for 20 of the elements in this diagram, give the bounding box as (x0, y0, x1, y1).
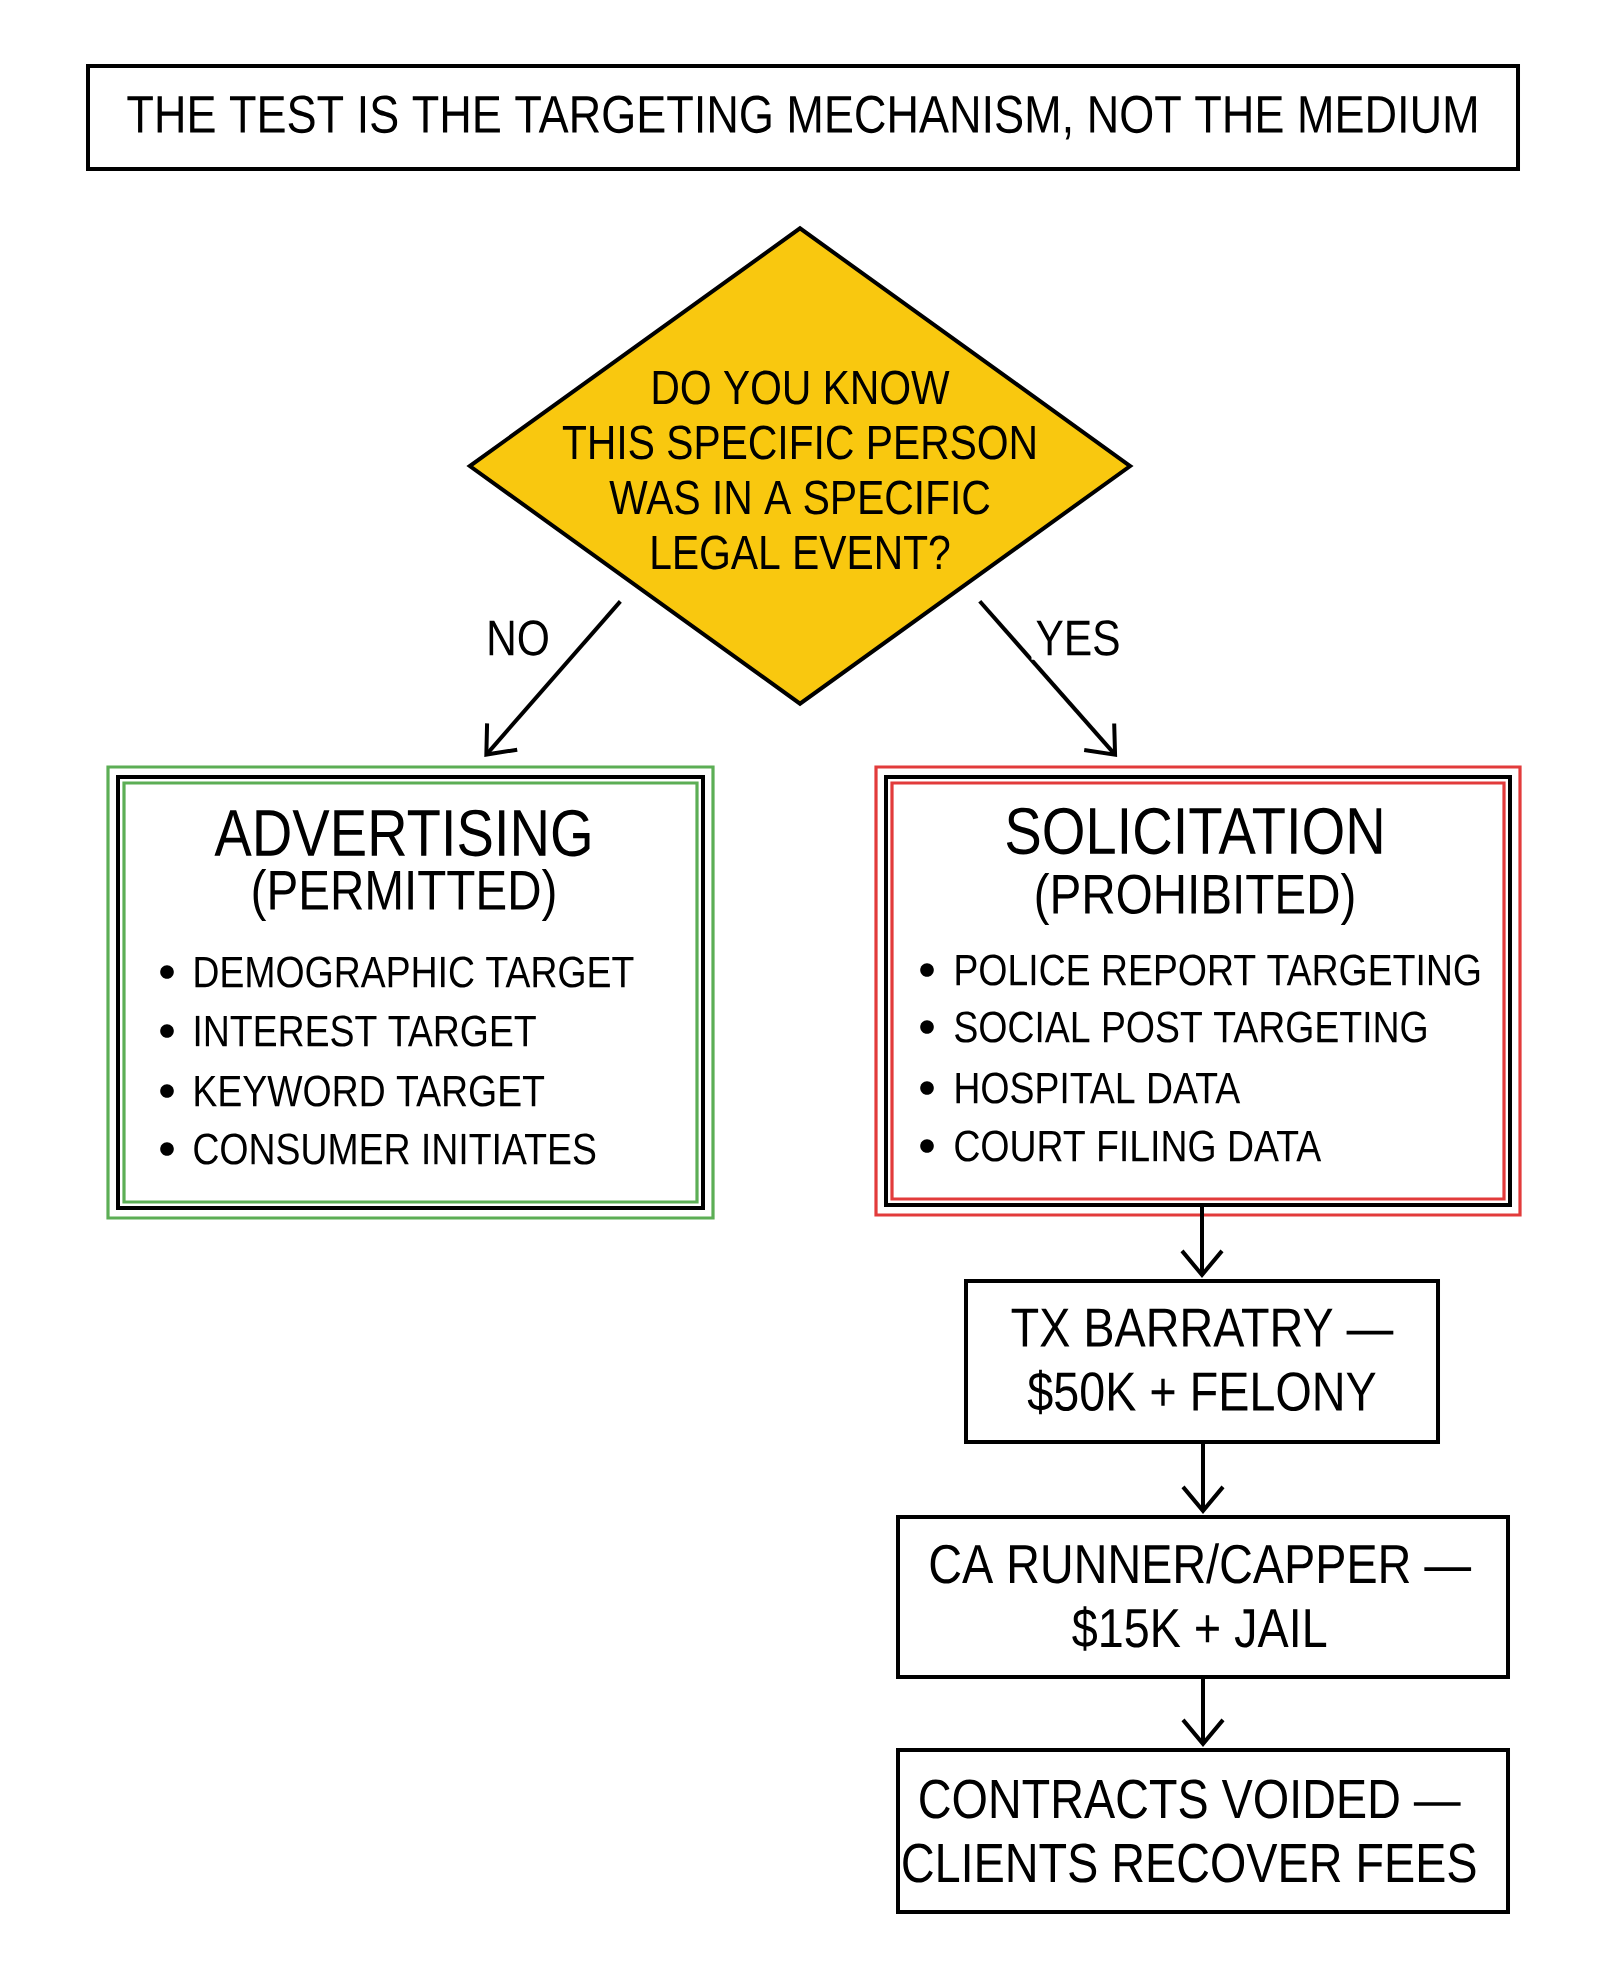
list-item: HOSPITAL DATA (956, 1072, 1241, 1104)
edge-label: NO (482, 616, 554, 660)
process-box: TX BARRATRY — $50K + FELONY (964, 1279, 1440, 1444)
list-item: COURT FILING DATA (955, 1130, 1322, 1162)
process-box: CA RUNNER/CAPPER — $15K + JAIL (896, 1515, 1510, 1679)
list-item: DEMOGRAPHIC TARGET (195, 956, 634, 988)
arrow (484, 600, 622, 757)
title-box: THE TEST IS THE TARGETING MECHANISM, NOT THE MEDIUM (86, 64, 1520, 171)
subheading: (PROHIBITED) (1036, 872, 1354, 926)
arrow (978, 599, 1118, 757)
process-box: CONTRACTS VOIDED — CLIENTS RECOVER FEES (896, 1748, 1510, 1914)
list-item: SOCIAL POST TARGETING (955, 1011, 1426, 1043)
edge-label: YES (1031, 616, 1125, 660)
list-item: INTEREST TARGET (195, 1015, 536, 1047)
list-item: POLICE REPORT TARGETING (956, 954, 1480, 986)
heading: SOLICITATION (1006, 807, 1382, 855)
subheading: (PERMITTED) (253, 868, 555, 922)
list-item: CONSUMER INITIATES (194, 1133, 596, 1165)
heading: ADVERTISING (214, 809, 590, 857)
list-item: KEYWORD TARGET (195, 1075, 545, 1107)
